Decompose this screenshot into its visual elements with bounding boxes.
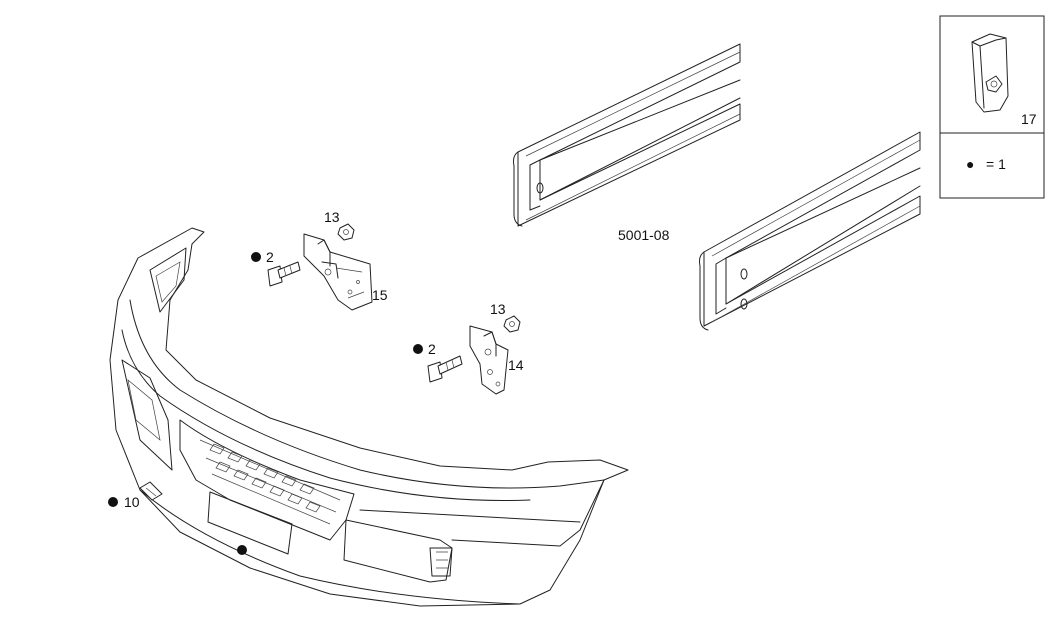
callout-dot-2-lower — [413, 344, 423, 354]
callout-17: 17 — [1021, 111, 1037, 127]
callout-15: 15 — [372, 287, 388, 303]
clip-17 — [971, 33, 1009, 113]
callout-2-upper: 2 — [266, 249, 274, 265]
callout-10: 10 — [124, 494, 140, 510]
callout-13-upper: 13 — [324, 209, 340, 225]
bolt-2-upper — [267, 261, 301, 287]
legend-text: = 1 — [986, 156, 1006, 172]
callout-dot-10 — [108, 497, 118, 507]
clip-10 — [139, 481, 163, 501]
callout-dot-2-upper — [251, 252, 261, 262]
frame-rail-lower — [699, 131, 921, 331]
legend-marker: ● — [966, 156, 974, 172]
grille-slots — [209, 443, 321, 513]
bracket-15 — [303, 233, 373, 311]
bracket-14 — [469, 325, 509, 395]
front-bumper — [109, 227, 629, 607]
nut-13-lower — [503, 315, 521, 333]
drawing-code: 5001-08 — [618, 227, 670, 243]
nut-13-upper — [337, 223, 355, 241]
callout-13-lower: 13 — [490, 301, 506, 317]
frame-rail-upper — [513, 43, 741, 227]
inset-legend-box: 17 ● = 1 — [939, 15, 1045, 199]
bolt-2-lower — [427, 355, 463, 383]
callout-dot-bumper — [237, 545, 247, 555]
callout-2-lower: 2 — [428, 341, 436, 357]
callout-14: 14 — [508, 357, 524, 373]
